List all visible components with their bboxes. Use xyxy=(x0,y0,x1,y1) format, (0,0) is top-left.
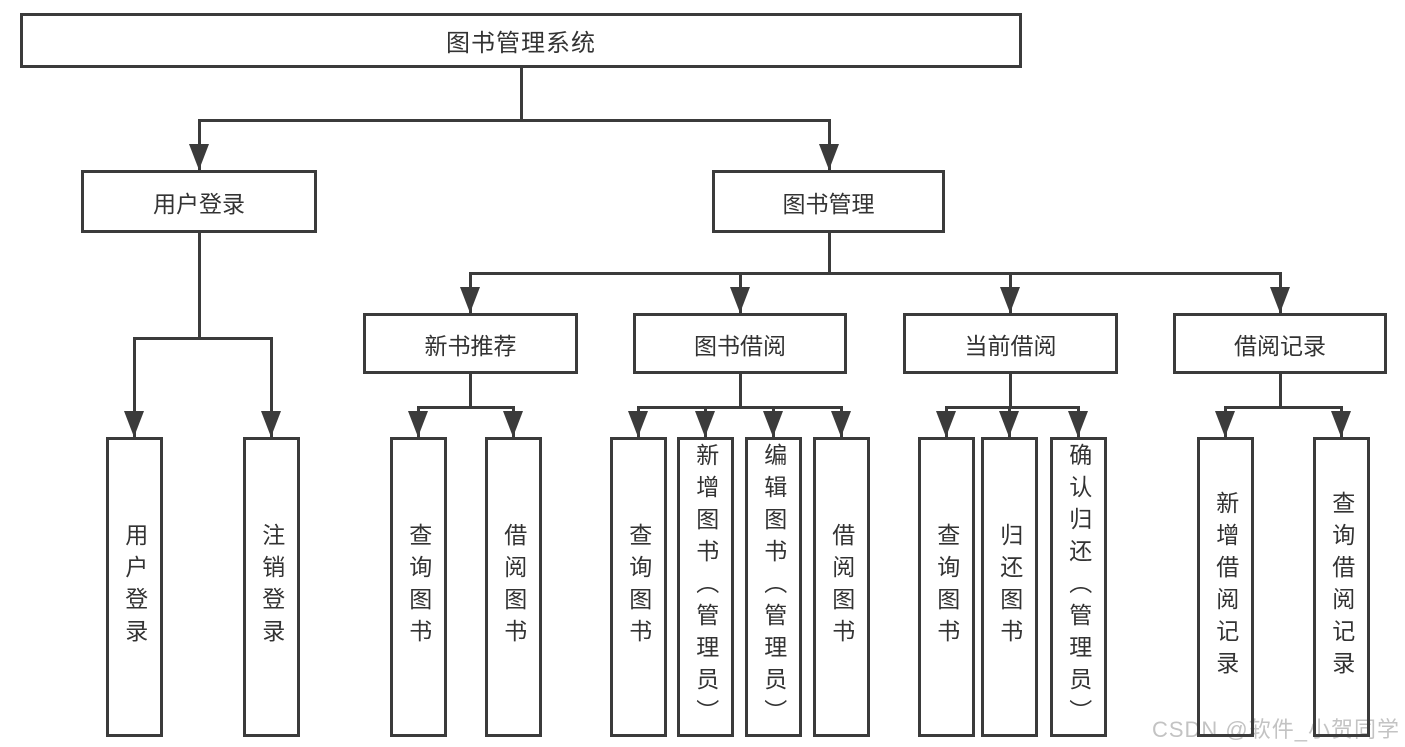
connector-borrow-record-trunk xyxy=(1279,372,1282,406)
arrow-down-icon xyxy=(1270,287,1290,313)
leaf-logout: 注销登录 xyxy=(243,437,300,737)
node-book-management: 图书管理 xyxy=(712,170,945,233)
leaf-borrow-books: 借阅图书 xyxy=(813,437,870,737)
connector-user-login-split xyxy=(133,337,273,340)
arrow-down-icon xyxy=(819,144,839,170)
node-book-borrow: 图书借阅 xyxy=(633,313,847,374)
arrow-down-icon xyxy=(763,411,783,437)
arrow-down-icon xyxy=(1068,411,1088,437)
connector-current-borrow-trunk xyxy=(1009,372,1012,406)
csdn-watermark: CSDN @软件_小贺同学 xyxy=(1151,717,1400,742)
node-borrow-record: 借阅记录 xyxy=(1173,313,1387,374)
arrow-down-icon xyxy=(730,287,750,313)
leaf-user-login: 用户登录 xyxy=(106,437,163,737)
node-root: 图书管理系统 xyxy=(20,13,1022,68)
arrow-down-icon xyxy=(460,287,480,313)
leaf-query-books: 查询图书 xyxy=(610,437,667,737)
leaf-confirm-return-admin: 确认归还（管理员） xyxy=(1050,437,1107,737)
connector-root-trunk xyxy=(520,66,523,119)
arrow-down-icon xyxy=(261,411,281,437)
leaf-query-books: 查询图书 xyxy=(918,437,975,737)
connector-drop-leaf xyxy=(270,337,273,437)
node-new-book-recommend: 新书推荐 xyxy=(363,313,578,374)
leaf-add-books-admin: 新增图书（管理员） xyxy=(677,437,734,737)
arrow-down-icon xyxy=(1215,411,1235,437)
leaf-edit-books-admin: 编辑图书（管理员） xyxy=(745,437,802,737)
arrow-down-icon xyxy=(124,411,144,437)
leaf-query-books: 查询图书 xyxy=(390,437,447,737)
leaf-borrow-books: 借阅图书 xyxy=(485,437,542,737)
arrow-down-icon xyxy=(999,411,1019,437)
node-current-borrow: 当前借阅 xyxy=(903,313,1118,374)
node-user-login: 用户登录 xyxy=(81,170,317,233)
arrow-down-icon xyxy=(1000,287,1020,313)
connector-level2-split xyxy=(198,119,831,122)
connector-drop-leaf xyxy=(133,337,136,437)
arrow-down-icon xyxy=(936,411,956,437)
connector-user-login-trunk xyxy=(198,231,201,337)
arrow-down-icon xyxy=(1331,411,1351,437)
connector-new-book-split xyxy=(417,406,515,409)
arrow-down-icon xyxy=(831,411,851,437)
leaf-query-borrow-record: 查询借阅记录 xyxy=(1313,437,1370,737)
leaf-return-books: 归还图书 xyxy=(981,437,1038,737)
arrow-down-icon xyxy=(695,411,715,437)
arrow-down-icon xyxy=(628,411,648,437)
connector-new-book-trunk xyxy=(469,372,472,406)
leaf-add-borrow-record: 新增借阅记录 xyxy=(1197,437,1254,737)
connector-book-borrow-trunk xyxy=(739,372,742,406)
connector-borrow-record-split xyxy=(1224,406,1343,409)
arrow-down-icon xyxy=(189,144,209,170)
connector-book-management-trunk xyxy=(828,231,831,272)
arrow-down-icon xyxy=(503,411,523,437)
connector-book-borrow-split xyxy=(637,406,843,409)
arrow-down-icon xyxy=(408,411,428,437)
connector-current-borrow-split xyxy=(945,406,1080,409)
connector-level3-split xyxy=(469,272,1282,275)
